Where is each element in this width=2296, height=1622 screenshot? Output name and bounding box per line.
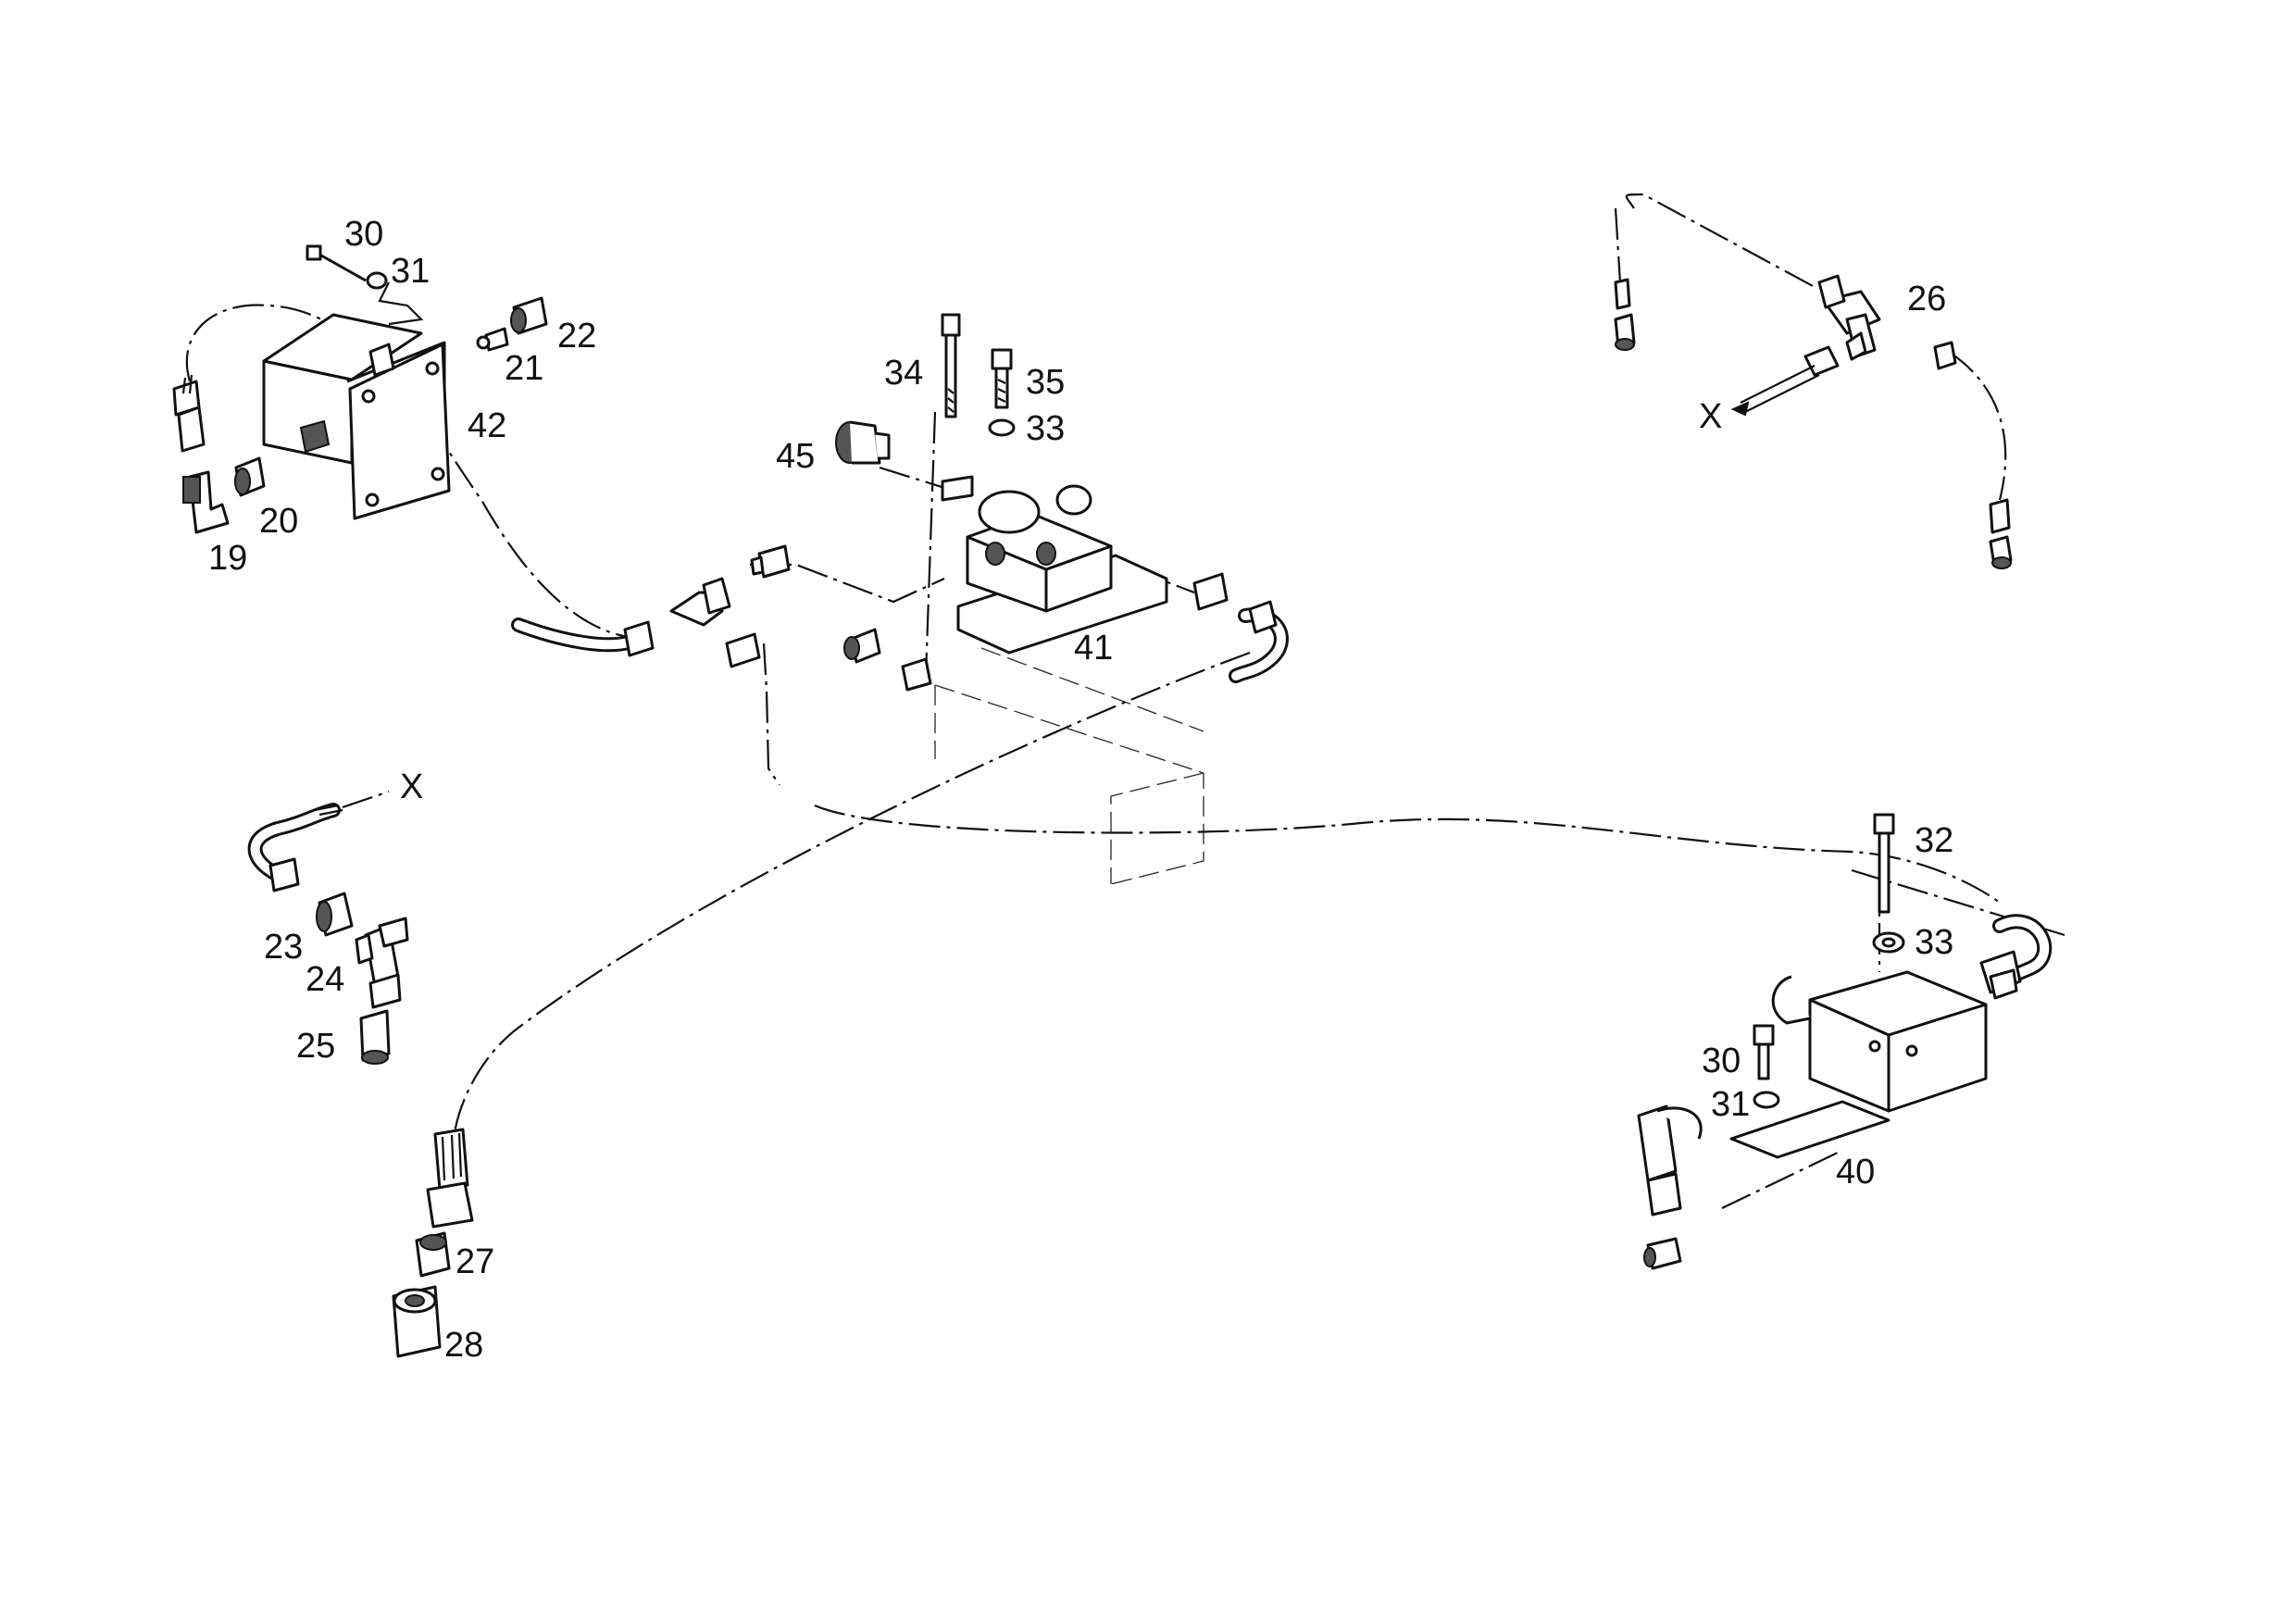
washer-31-right — [1753, 1091, 1780, 1109]
valve-block-40 — [1729, 970, 1988, 1159]
callout-32: 32 — [1915, 821, 1953, 860]
marker-x-top-right: X — [1699, 397, 1722, 436]
callout-23: 23 — [264, 928, 303, 967]
manifold-41 — [941, 475, 1168, 655]
bolt-34 — [941, 313, 961, 418]
callout-41: 41 — [1074, 629, 1113, 668]
washer-33-right — [1872, 931, 1905, 954]
hose-end-left — [172, 374, 206, 453]
bolt-30-top — [306, 244, 367, 282]
callout-33-top: 33 — [1026, 409, 1065, 448]
callout-27: 27 — [455, 1242, 494, 1281]
adapter-28 — [392, 1285, 442, 1358]
callout-19: 19 — [208, 539, 247, 578]
adapter-23 — [316, 892, 354, 937]
callout-25: 25 — [296, 1027, 335, 1066]
callout-35: 35 — [1026, 363, 1065, 402]
plug-45 — [835, 420, 891, 465]
elbow-19 — [182, 470, 230, 534]
fittings-centre — [669, 544, 1229, 692]
tee-26 — [1817, 274, 1957, 370]
hose-right — [1979, 914, 2053, 1000]
hose-end-40-left — [1637, 1104, 1703, 1270]
callout-30-right: 30 — [1702, 1042, 1741, 1080]
callout-labels: 19 20 21 22 23 24 25 26 27 28 30 31 30 3… — [208, 215, 1953, 1365]
bolt-32 — [1873, 813, 1895, 914]
callout-26: 26 — [1907, 280, 1946, 318]
hose-centre-right — [1229, 600, 1289, 683]
adapter-20 — [234, 456, 266, 497]
nipple-25 — [359, 1009, 391, 1065]
callout-45: 45 — [776, 437, 815, 476]
washer-31-top — [366, 271, 388, 290]
callout-42: 42 — [468, 406, 506, 445]
screw-35 — [991, 348, 1013, 409]
valve-block-42 — [262, 281, 451, 520]
plug-21 — [476, 327, 509, 352]
pipe-lines — [185, 193, 2065, 1209]
callout-31-top: 31 — [391, 252, 430, 291]
callout-22: 22 — [557, 317, 596, 356]
callout-24: 24 — [306, 960, 344, 999]
callout-21: 21 — [505, 349, 543, 388]
cap-22 — [510, 296, 548, 335]
callout-34: 34 — [884, 354, 923, 393]
hose-centre-left — [511, 618, 655, 657]
callout-20: 20 — [259, 502, 298, 541]
bolt-30-right — [1753, 1024, 1775, 1080]
callout-28: 28 — [444, 1326, 483, 1365]
marker-x-bottom-left: X — [400, 767, 423, 806]
callout-40: 40 — [1836, 1153, 1875, 1192]
callout-31-right: 31 — [1711, 1085, 1750, 1124]
hose-bottom-left — [247, 790, 390, 892]
washer-33-top — [988, 418, 1016, 437]
callout-33-right: 33 — [1915, 923, 1953, 962]
hose-end-26 — [1614, 278, 2013, 569]
tee-24 — [355, 917, 409, 1009]
callout-30-top: 30 — [344, 215, 383, 254]
hose-end-27-group — [426, 1128, 474, 1229]
frame-outline — [934, 647, 1204, 885]
nipple-27 — [415, 1231, 451, 1278]
